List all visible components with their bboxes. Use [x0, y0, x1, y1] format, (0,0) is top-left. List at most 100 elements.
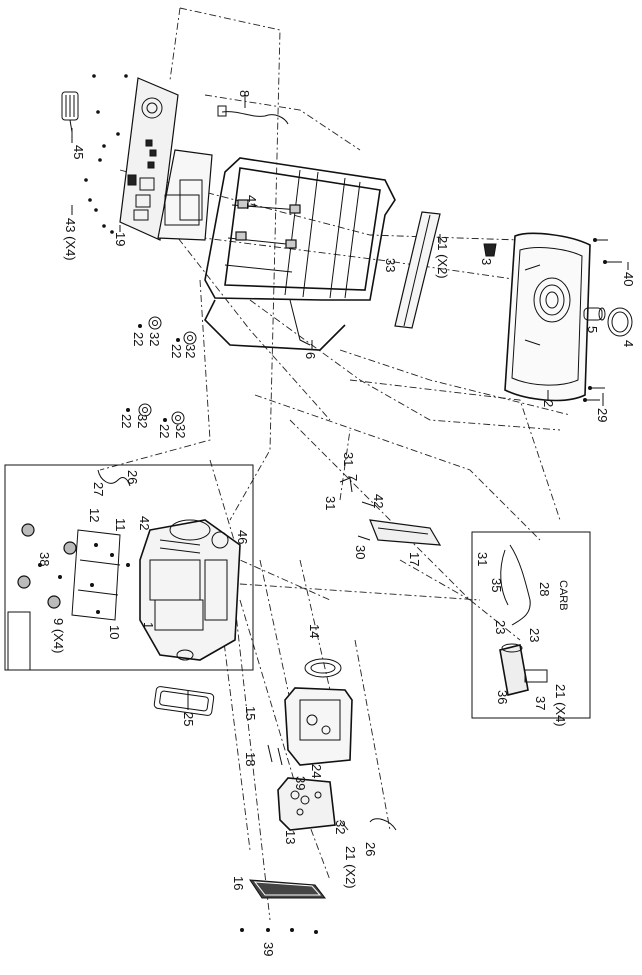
ground-wire-26: [97, 469, 131, 487]
wire-connector: [217, 105, 227, 117]
control-panel: [119, 77, 179, 241]
label-29: 29: [595, 408, 610, 422]
engine-bracket-10: [71, 529, 121, 621]
engine-assembly-box: [4, 464, 254, 671]
label-13: 13: [283, 830, 298, 844]
label-25: 25: [181, 712, 196, 726]
engine-bolts: [38, 543, 130, 614]
label-31b: 31: [323, 496, 338, 510]
label-32c: 32: [135, 414, 150, 428]
muffler-bolts-18: [267, 744, 283, 766]
label-9: 9 (X4): [51, 618, 66, 653]
canister-36: [499, 643, 529, 696]
air-filter-cover-17: [369, 519, 442, 546]
label-17: 17: [407, 552, 422, 566]
carb-kit-box: [471, 531, 591, 719]
label-32d: 32: [173, 424, 188, 438]
panel-screws: [84, 74, 128, 234]
label-22b: 22: [169, 344, 184, 358]
part-45-plug-icon: [61, 91, 79, 133]
screw-42: [361, 501, 375, 507]
fuel-tank: [504, 232, 591, 402]
label-22a: 22: [131, 332, 146, 346]
label-46: 46: [235, 530, 250, 544]
hose-28: [509, 544, 531, 626]
label-2: 2: [541, 400, 556, 407]
label-24: 24: [309, 764, 324, 778]
label-14: 14: [307, 624, 322, 638]
label-27: 27: [91, 482, 106, 496]
label-26a: 26: [125, 470, 140, 484]
label-19: 19: [113, 232, 128, 246]
label-43: 43 (X4): [63, 218, 78, 261]
grille-screws: [240, 928, 318, 934]
label-18: 18: [243, 752, 258, 766]
label-45: 45: [71, 145, 86, 159]
label-26b: 26: [363, 842, 378, 856]
label-23b: 23: [527, 628, 542, 642]
label-4: 4: [621, 340, 636, 347]
callout-leaders: [71, 95, 629, 831]
label-31c: 31: [475, 552, 490, 566]
screw-30: [357, 535, 371, 541]
label-30: 30: [353, 545, 368, 559]
label-1: 1: [141, 622, 156, 629]
label-39b: 39: [261, 942, 276, 956]
label-22c: 22: [119, 414, 134, 428]
label-42b: 42: [137, 516, 152, 530]
label-32b: 32: [183, 344, 198, 358]
label-16: 16: [231, 876, 246, 890]
label-28: 28: [537, 582, 552, 596]
muffler-shield-13: [277, 777, 336, 831]
label-42a: 42: [371, 494, 386, 508]
fuel-cap-4: [607, 307, 633, 337]
label-23a: 23: [493, 620, 508, 634]
carb-box-title: CARB: [557, 580, 569, 611]
label-22d: 22: [157, 424, 172, 438]
label-3: 3: [479, 258, 494, 265]
muffler-gasket-14: [304, 658, 342, 678]
label-41: 41: [244, 195, 259, 209]
label-21b: 21 (X2): [343, 846, 358, 889]
label-37: 37: [533, 696, 548, 710]
rubber-mounts: [126, 316, 197, 425]
label-21a: 21 (X2): [435, 236, 450, 279]
frame-assembly: [204, 157, 396, 351]
fuel-gauge-3: [483, 243, 497, 257]
tank-screws: [583, 238, 622, 402]
label-35: 35: [489, 578, 504, 592]
label-11: 11: [113, 518, 128, 532]
hose-7: [339, 477, 353, 493]
muffler-15: [284, 687, 353, 766]
fuel-filter-5: [583, 307, 606, 321]
gasket-25: [153, 686, 215, 716]
label-7: 7: [345, 474, 360, 481]
engine-1: [139, 519, 241, 661]
label-36: 36: [495, 690, 510, 704]
label-40: 40: [621, 272, 636, 286]
label-32e: 32: [333, 820, 348, 834]
hose-35: [500, 549, 509, 606]
label-10: 10: [107, 625, 122, 639]
wire-harness-8: [221, 111, 289, 125]
exhaust-grille-16: [249, 879, 327, 899]
label-32a: 32: [147, 332, 162, 346]
part-labels: 45 43 (X4) 19 8 41 21 (X2) 33 3 40 5 4 6…: [37, 90, 636, 956]
label-6: 6: [303, 352, 318, 359]
side-rail-33: [394, 211, 441, 329]
label-8: 8: [237, 90, 252, 97]
label-38: 38: [37, 552, 52, 566]
label-21c: 21 (X4): [553, 684, 568, 727]
wire-26-lower: [369, 818, 397, 831]
label-39a: 39: [293, 776, 308, 790]
label-5: 5: [585, 326, 600, 333]
label-33: 33: [383, 258, 398, 272]
label-15: 15: [243, 706, 258, 720]
panel-bracket: [157, 149, 213, 241]
label-12: 12: [87, 508, 102, 522]
bracket-37: [524, 669, 548, 683]
vibration-mounts-9: [17, 523, 77, 609]
engine-label-box: [7, 611, 31, 671]
